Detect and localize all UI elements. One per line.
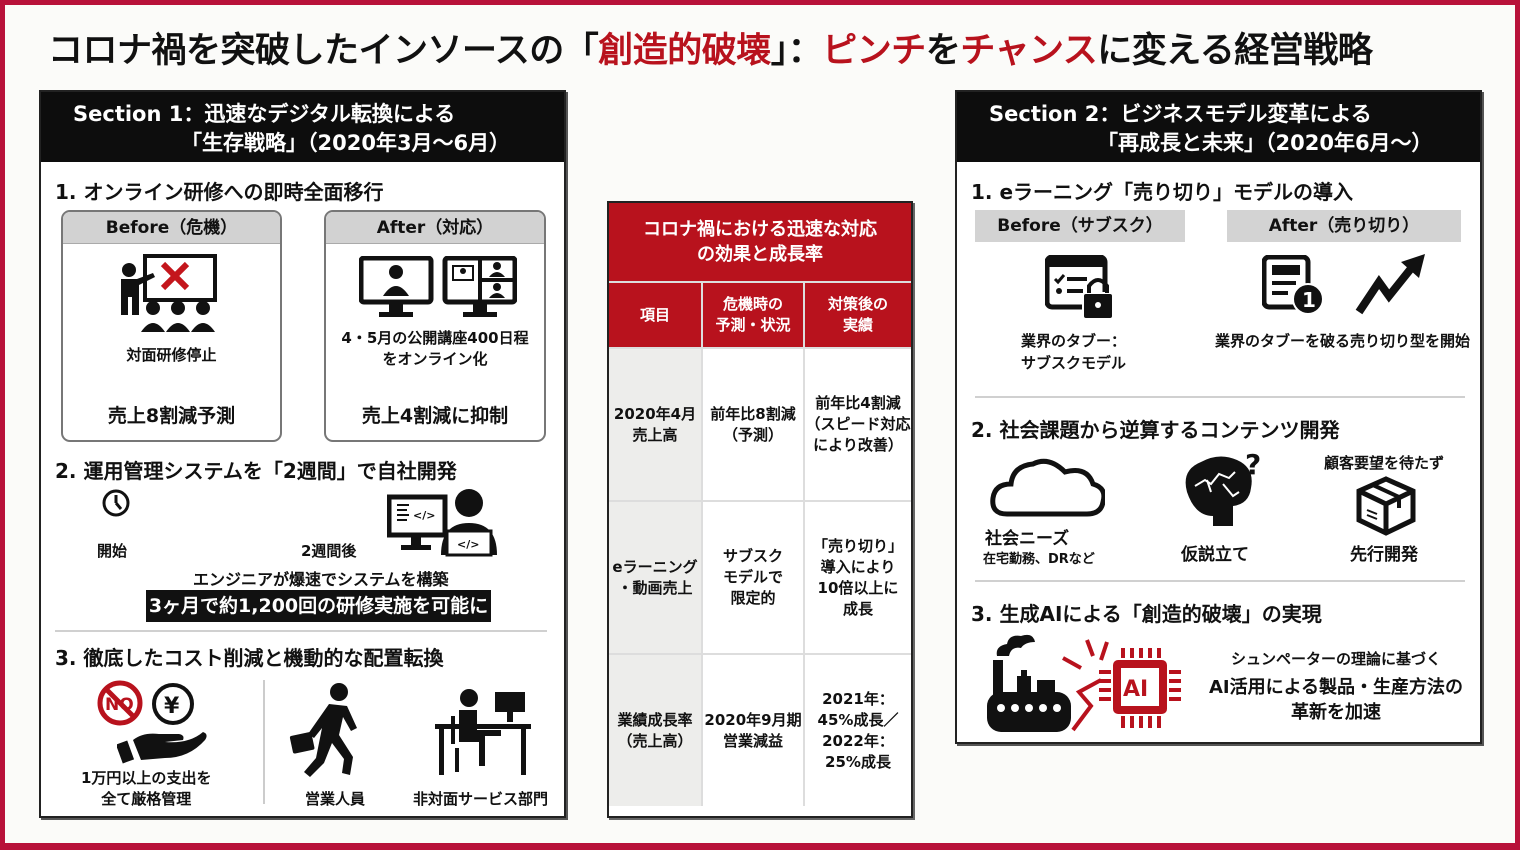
svg-text:1: 1 xyxy=(1302,288,1316,312)
start-label: 開始 xyxy=(97,542,128,560)
section-1-panel: Section 1：迅速なデジタル転換による 「生存戦略」（2020年3月〜6月… xyxy=(39,90,566,818)
salesperson-walking-icon xyxy=(289,682,369,782)
product-box-icon xyxy=(1355,476,1417,536)
s2-item1-heading: 1. eラーニング「売り切り」モデルの導入 xyxy=(971,180,1354,204)
before-caption: 業界のタブー： サブスクモデル xyxy=(1021,332,1127,372)
before-label: Before（危機） xyxy=(63,212,280,244)
section-1-header: Section 1：迅速なデジタル転換による 「生存戦略」（2020年3月〜6月… xyxy=(41,92,564,162)
social-needs-label: 社会ニーズ xyxy=(985,529,1070,549)
after-response-card: After（対応） 4・5月の公開講座400日程 をオンライン化 売上4割減に抑… xyxy=(324,210,546,442)
header-item: 項目 xyxy=(609,283,703,347)
yen-coin-icon: ¥ xyxy=(151,682,195,726)
sales-staff-label: 営業人員 xyxy=(305,790,366,808)
ai-chip-icon: AI xyxy=(1097,646,1183,730)
table-title: コロナ禍における迅速な対応 の効果と成長率 xyxy=(609,203,911,283)
divider xyxy=(975,396,1465,398)
brain-question-icon: ? xyxy=(1179,448,1269,528)
subscription-locked-icon xyxy=(1045,255,1117,323)
before-subscription-label: Before（サブスク） xyxy=(975,210,1185,242)
section-2-panel: Section 2：ビジネスモデル変革による 「再成長と未来」（2020年6月〜… xyxy=(955,90,1482,744)
s2-item2-heading: 2. 社会課題から逆算するコンテンツ開発 xyxy=(971,418,1340,442)
page-title: コロナ禍を突破したインソースの「創造的破壊」：ピンチをチャンスに変える経営戦略 xyxy=(48,31,1373,71)
factory-icon xyxy=(983,632,1075,732)
table-row: 2020年4月売上高 前年比8割減（予測） 前年比4割減（スピード対応により改善… xyxy=(609,349,911,502)
before-caption: 対面研修停止 xyxy=(126,346,217,364)
advance-development-label: 先行開発 xyxy=(1350,545,1418,565)
after-label: After（対応） xyxy=(326,212,544,244)
section-2-header: Section 2：ビジネスモデル変革による 「再成長と未来」（2020年6月〜… xyxy=(957,92,1480,162)
after-one-time-label: After（売り切り） xyxy=(1227,210,1461,242)
no-spending-icon: NO xyxy=(95,678,145,728)
table-header-row: 項目 危機時の予測・状況 対策後の実績 xyxy=(609,283,911,349)
hypothesis-label: 仮説立て xyxy=(1181,545,1249,565)
document-number-one-icon: 1 xyxy=(1262,255,1326,317)
no-wait-label: 顧客要望を待たず xyxy=(1324,454,1445,472)
clock-icon xyxy=(101,488,131,518)
highlight-band: 3ヶ月で約1,200回の研修実施を可能に xyxy=(146,590,491,622)
s2-item3-heading: 3. 生成AIによる「創造的破壊」の実現 xyxy=(971,602,1322,626)
office-desk-worker-icon xyxy=(433,688,533,778)
s1-item2-heading: 2. 運用管理システムを「2週間」で自社開発 xyxy=(55,459,457,483)
growth-arrow-icon xyxy=(1355,252,1427,318)
header-result: 対策後の実績 xyxy=(805,283,911,347)
header-crisis: 危機時の予測・状況 xyxy=(703,283,805,347)
divider xyxy=(975,580,1465,582)
before-result: 売上8割減予測 xyxy=(107,405,236,427)
table-row: 業績成長率（売上高） 2020年9月期営業減益 2021年：45%成長／2022… xyxy=(609,655,911,806)
cloud-icon xyxy=(989,456,1105,518)
before-crisis-card: Before（危機） 対面研修停止 売上8割減予測 xyxy=(61,210,282,442)
two-weeks-later-label: 2週間後 xyxy=(301,542,357,560)
hand-icon xyxy=(117,728,207,764)
cost-control-caption: 1万円以上の支出を 全て厳格管理 xyxy=(81,769,212,808)
divider xyxy=(55,630,547,632)
s1-item1-heading: 1. オンライン研修への即時全面移行 xyxy=(55,180,384,204)
after-caption: 4・5月の公開講座400日程 をオンライン化 xyxy=(341,329,529,368)
engineer-text: エンジニアが爆速でシステムを構築 xyxy=(193,570,449,589)
after-caption: 業界のタブーを破る売り切り型を開始 xyxy=(1215,332,1471,350)
schumpeter-text: シュンペーターの理論に基づく AI活用による製品・生産方法の 革新を加速 xyxy=(1208,650,1464,723)
vertical-divider xyxy=(263,680,265,804)
svg-text:</>: </> xyxy=(413,509,435,522)
social-needs-sub: 在宅勤務、DRなど xyxy=(983,552,1095,567)
online-monitors-icon xyxy=(359,256,517,322)
svg-text:AI: AI xyxy=(1123,677,1148,702)
engineer-coding-icon: </> </> xyxy=(387,487,497,557)
svg-text:</>: </> xyxy=(457,538,479,551)
after-result: 売上4割減に抑制 xyxy=(361,405,509,427)
crack-disruption-icon xyxy=(1061,636,1109,732)
non-face-to-face-service-label: 非対面サービス部門 xyxy=(413,790,549,808)
svg-text:¥: ¥ xyxy=(164,694,180,719)
effects-growth-table: コロナ禍における迅速な対応 の効果と成長率 項目 危機時の予測・状況 対策後の実… xyxy=(607,201,913,818)
svg-text:?: ? xyxy=(1245,448,1261,481)
classroom-cancel-icon xyxy=(115,254,230,344)
s1-item3-heading: 3. 徹底したコスト削減と機動的な配置転換 xyxy=(55,646,444,670)
